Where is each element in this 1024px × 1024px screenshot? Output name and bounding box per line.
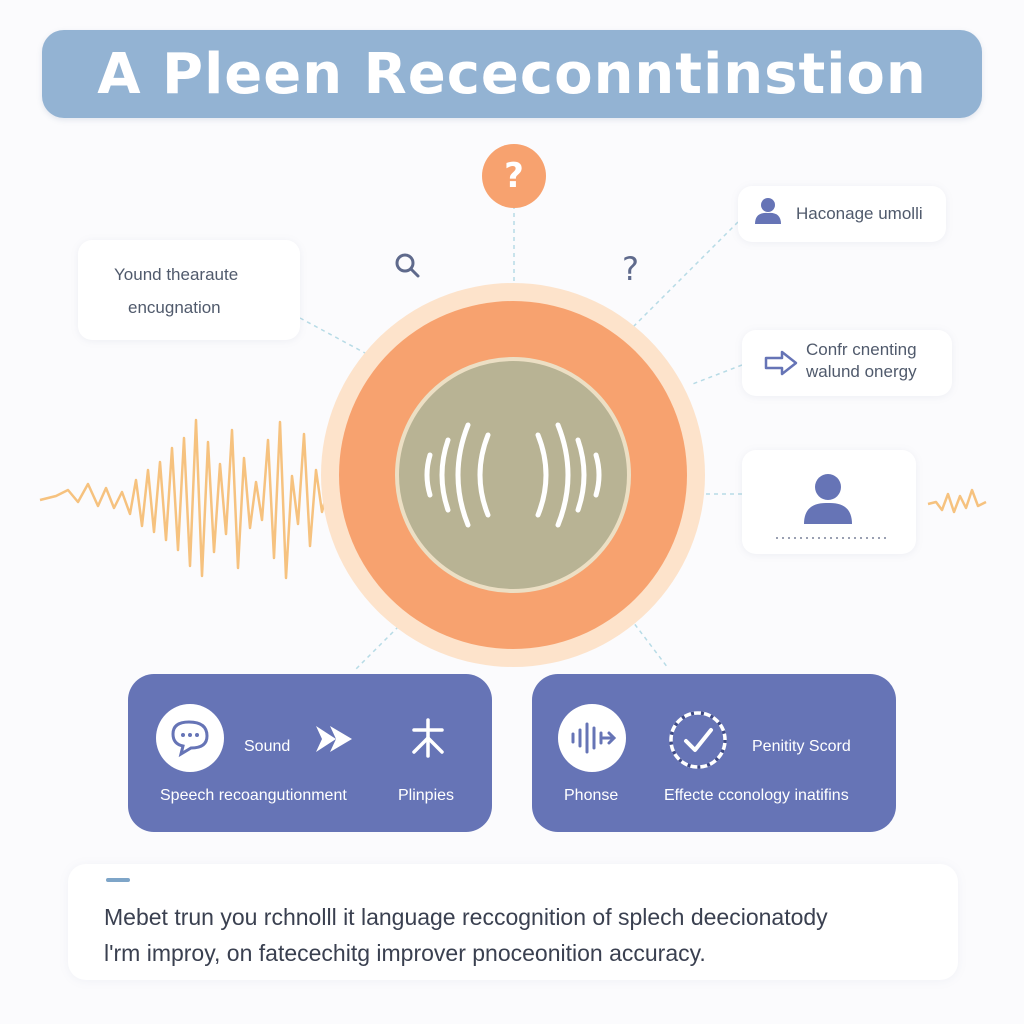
sound-waveform-right [927,488,987,514]
user-icon [804,474,852,524]
footer-description-card: Mebet trun you rchnolll it language recc… [68,864,958,980]
footer-accent-line [106,878,130,882]
right-note-card-2: Confr cnenting walund onergy [742,330,952,396]
speech-core-circle [321,283,705,667]
right-note-1-text: Haconage umolli [796,204,923,223]
plinples-label: Plinpies [398,787,455,804]
left-note-line2: encugnation [128,298,221,317]
question-mark-icon: ? [622,250,639,288]
page-title: A Pleen Receconntinstion [97,41,927,107]
checkmark-gauge-icon [669,711,727,769]
user-icon [755,198,781,224]
score-label: Penitity Scord [752,738,851,755]
dotted-line [776,537,888,539]
effect-label: Effecte cconology inatifins [664,787,849,804]
accuracy-panel: Penitity Scord Phonse Effecte cconology … [532,674,896,832]
speech-process-panel: Sound Speech recoangutionment Plinpies [128,674,492,832]
arrow-right-icon [764,350,798,376]
connector-right-note-2 [689,364,743,386]
chat-bubble-icon [156,704,224,772]
right-note-2-line2: walund onergy [806,362,917,381]
connector-panel-right [629,617,669,669]
connector-panel-left [354,614,411,671]
sound-waves-icon [424,422,602,528]
left-note-line1: Yound thearaute [114,265,239,284]
right-note-card-1: Haconage umolli [738,186,946,242]
right-note-2-line1: Confr cnenting [806,340,917,359]
question-badge: ? [482,144,546,208]
search-icon [395,253,420,278]
sound-label: Sound [244,738,291,755]
footer-line-2: l'rm improy, on fatecechitg improver pno… [104,940,706,966]
phonse-label: Phonse [564,787,619,804]
left-note-card: Yound thearaute encugnation [78,240,300,340]
asterisk-icon [412,718,444,758]
sound-waveform-left [39,418,359,580]
user-card [742,450,916,554]
footer-line-1: Mebet trun you rchnolll it language recc… [104,904,828,930]
title-banner: A Pleen Receconntinstion [42,30,982,118]
connector-right-note-1 [629,221,739,331]
fast-forward-icon [316,726,352,752]
speech-recognition-label: Speech recoangutionment [160,787,347,804]
audio-waveform-icon [558,704,626,772]
question-icon: ? [504,156,524,196]
